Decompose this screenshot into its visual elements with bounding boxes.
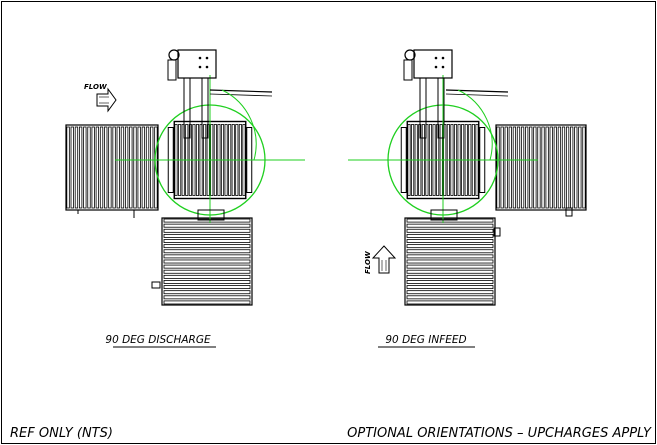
right-infeed-conveyor — [404, 217, 496, 306]
left-caption: 90 DEG DISCHARGE — [105, 334, 211, 346]
right-bracket — [493, 227, 501, 237]
left-turntable — [115, 75, 305, 223]
left-view-90-deg-discharge — [65, 49, 305, 306]
right-flow-label: FLOW — [364, 251, 372, 274]
right-flow-arrow — [371, 245, 397, 274]
left-bracket — [151, 281, 161, 289]
left-drive-unit — [167, 49, 273, 161]
left-flow-arrow — [96, 87, 117, 113]
left-turntable-base — [197, 209, 225, 221]
footer-right-note: OPTIONAL ORIENTATIONS – UPCHARGES APPLY — [347, 426, 652, 441]
right-drive-unit — [403, 49, 509, 161]
right-turntable-base — [430, 209, 458, 221]
right-turntable — [348, 75, 538, 223]
left-infeed-conveyor — [65, 124, 159, 211]
footer-left-note: REF ONLY (NTS) — [10, 426, 113, 441]
left-discharge-conveyor — [161, 217, 253, 306]
left-flow-label: FLOW — [84, 83, 107, 91]
right-discharge-conveyor — [495, 124, 587, 211]
right-view-90-deg-infeed — [348, 49, 587, 306]
right-caption: 90 DEG INFEED — [385, 334, 466, 346]
